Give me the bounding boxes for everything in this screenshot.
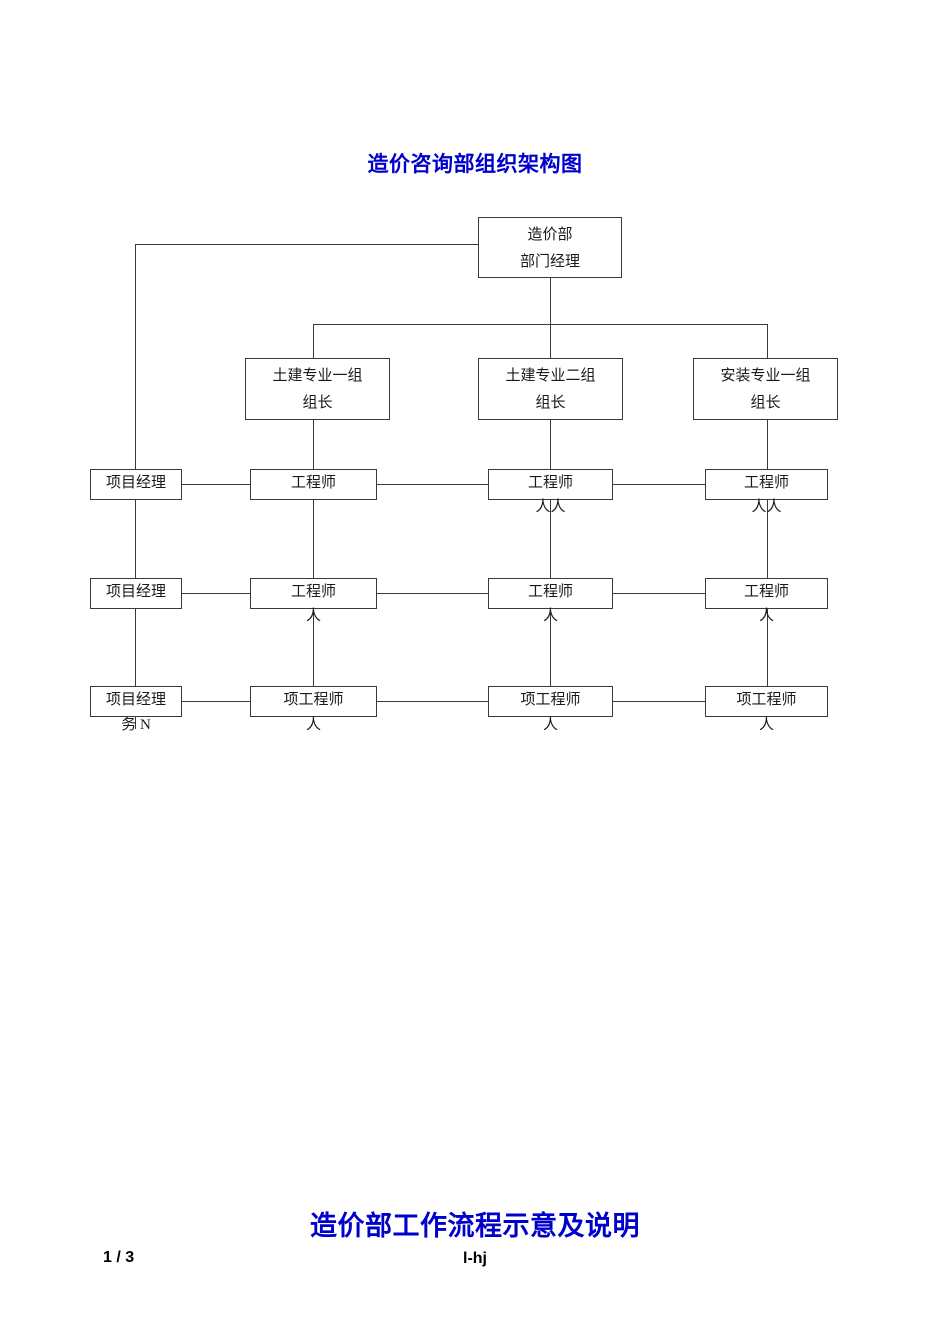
footer-code: l-hj: [463, 1250, 487, 1267]
connector-row1-link-2: [377, 484, 488, 485]
node-line-1: 安装专业一组: [720, 368, 811, 384]
connector-row3-link-1: [182, 701, 250, 702]
node-department-manager[interactable]: 造价部 部门经理: [478, 217, 622, 278]
node-label: 工程师: [290, 475, 336, 491]
node-line-1: 土建专业一组: [272, 368, 363, 384]
node-label: 项工程师: [736, 692, 797, 708]
node-row3-engineer-2[interactable]: 项工程师: [488, 686, 613, 717]
node-label: 工程师: [743, 584, 789, 600]
node-label: 工程师: [527, 584, 573, 600]
overflow-label-row2-engineer-1: 人: [305, 608, 321, 624]
overflow-label-row3-engineer-1: 人: [305, 717, 321, 733]
connector-row3-link-3: [613, 701, 705, 702]
node-row3-engineer-3[interactable]: 项工程师: [705, 686, 828, 717]
node-label: 项工程师: [520, 692, 581, 708]
connector-row1-link-3: [613, 484, 705, 485]
node-project-manager-1[interactable]: 项目经理: [90, 469, 182, 500]
connector-group-drop-3: [767, 324, 768, 358]
connector-row2-row3-col1: [313, 609, 314, 686]
connector-row1-link-1: [182, 484, 250, 485]
connector-g3-row1: [767, 420, 768, 469]
overflow-label-row1-engineer-2: 人人: [535, 499, 566, 515]
node-row1-engineer-2[interactable]: 工程师: [488, 469, 613, 500]
connector-row2-link-1: [182, 593, 250, 594]
connector-row2-link-3: [613, 593, 705, 594]
node-label: 项目经理: [105, 475, 166, 491]
node-project-manager-2[interactable]: 项目经理: [90, 578, 182, 609]
node-line-2: 组长: [535, 394, 566, 411]
connector-group-drop-1: [313, 324, 314, 358]
overflow-label-row3-engineer-3: 人: [758, 717, 774, 733]
node-row1-engineer-3[interactable]: 工程师: [705, 469, 828, 500]
node-row2-engineer-3[interactable]: 工程师: [705, 578, 828, 609]
node-line-2: 部门经理: [519, 253, 580, 270]
node-group-leader-1[interactable]: 土建专业一组 组长: [245, 358, 390, 420]
connector-row1-row2-col2: [550, 500, 551, 578]
connector-root-down: [550, 278, 551, 324]
overflow-label-row1-engineer-3: 人人: [751, 499, 782, 515]
node-label: 项目经理: [105, 692, 166, 708]
overflow-label-row2-engineer-3: 人: [758, 608, 774, 624]
connector-group-bus: [313, 324, 768, 325]
connector-g1-row1: [313, 420, 314, 469]
overflow-label-row3-engineer-2: 人: [542, 717, 558, 733]
connector-group-drop-2: [550, 324, 551, 358]
overflow-label-project-manager-3: 务 N: [121, 717, 151, 733]
connector-root-left: [135, 244, 478, 245]
connector-row3-link-2: [377, 701, 488, 702]
node-project-manager-3[interactable]: 项目经理: [90, 686, 182, 717]
node-row3-engineer-1[interactable]: 项工程师: [250, 686, 377, 717]
node-group-leader-2[interactable]: 土建专业二组 组长: [478, 358, 623, 420]
connector-row2-row3-col3: [767, 609, 768, 686]
node-line-1: 土建专业二组: [505, 368, 596, 384]
connector-g2-row1: [550, 420, 551, 469]
connector-row2-row3-col2: [550, 609, 551, 686]
node-line-2: 组长: [750, 394, 781, 411]
node-row1-engineer-1[interactable]: 工程师: [250, 469, 377, 500]
section-heading-workflow: 造价部工作流程示意及说明: [310, 1211, 640, 1241]
node-group-leader-3[interactable]: 安装专业一组 组长: [693, 358, 838, 420]
node-label: 工程师: [527, 475, 573, 491]
overflow-label-row2-engineer-2: 人: [542, 608, 558, 624]
node-label: 工程师: [290, 584, 336, 600]
node-line-2: 组长: [302, 394, 333, 411]
node-row2-engineer-2[interactable]: 工程师: [488, 578, 613, 609]
connector-row1-row2-col3: [767, 500, 768, 578]
node-line-1: 造价部: [527, 227, 573, 243]
connector-row1-row2-col1: [313, 500, 314, 578]
page-title: 造价咨询部组织架构图: [367, 153, 583, 176]
page-number: 1 / 3: [103, 1249, 135, 1266]
connector-row2-link-2: [377, 593, 488, 594]
node-label: 项工程师: [283, 692, 344, 708]
node-row2-engineer-1[interactable]: 工程师: [250, 578, 377, 609]
node-label: 项目经理: [105, 584, 166, 600]
node-label: 工程师: [743, 475, 789, 491]
